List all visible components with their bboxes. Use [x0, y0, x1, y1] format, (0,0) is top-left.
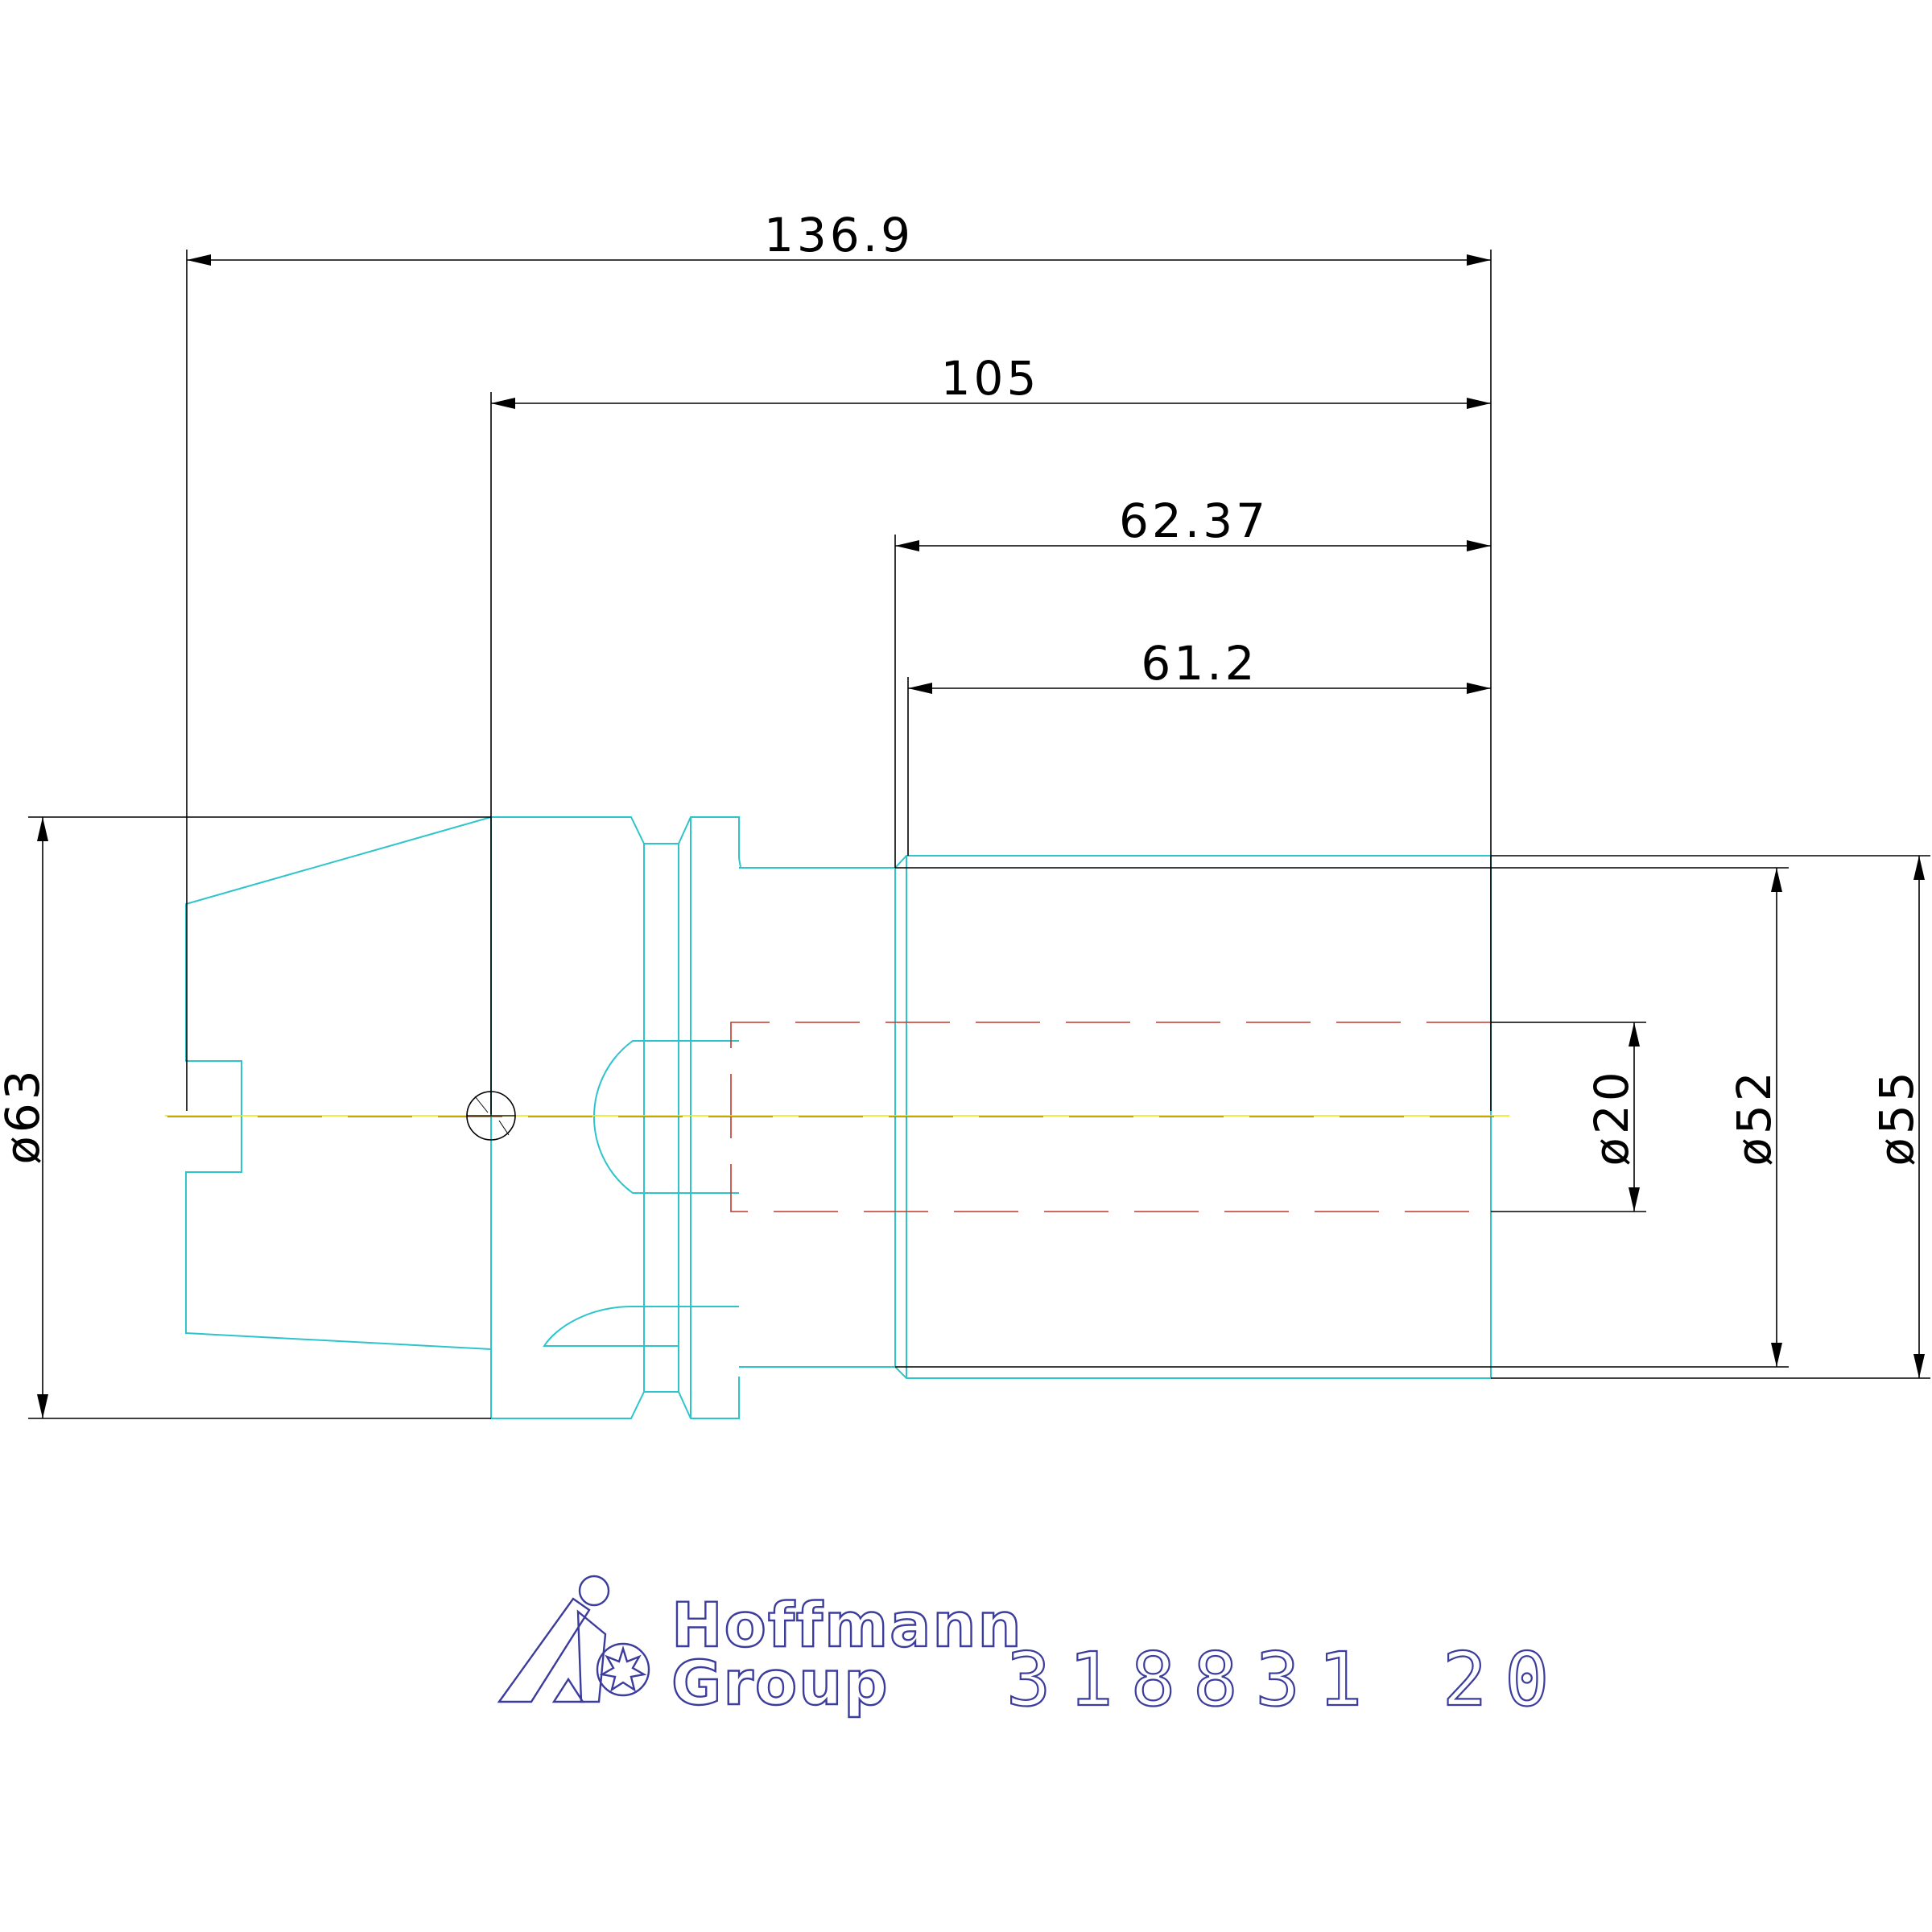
dim-text-20: ø20 — [1584, 1068, 1639, 1166]
logo-emblem — [497, 1575, 650, 1703]
flange-groove-upper — [644, 816, 742, 869]
flange-body — [490, 816, 645, 1419]
dim-text-55: ø55 — [1869, 1068, 1924, 1166]
dim-text-1369: 136.9 — [764, 208, 914, 262]
dim-text-612: 61.2 — [1141, 636, 1257, 691]
drive-slot — [593, 1040, 739, 1194]
drive-slot-lower — [543, 1306, 739, 1347]
gauge-point-symbol — [466, 1091, 516, 1141]
dim-text-52: ø52 — [1727, 1068, 1781, 1166]
dim-text-105: 105 — [941, 351, 1040, 406]
dim-text-6237: 62.37 — [1119, 493, 1269, 548]
tool-holder-outline — [185, 816, 1492, 1419]
logo-text-hoffmann: Hoffmann — [671, 1589, 1023, 1661]
dimension-lines — [28, 250, 1930, 1419]
neck — [739, 867, 896, 1368]
logo-text-group: Group — [671, 1647, 890, 1719]
dim-text-63: ø63 — [0, 1067, 50, 1164]
part-number: 318831 20 — [1006, 1637, 1567, 1723]
hoffmann-group-logo: Hoffmann Group — [497, 1575, 1023, 1719]
dimension-texts: 136.9 105 62.37 61.2 ø63 ø20 ø52 ø55 — [0, 208, 1924, 1166]
bore-hidden-lines — [167, 1022, 1505, 1212]
taper-shank — [185, 816, 492, 1350]
